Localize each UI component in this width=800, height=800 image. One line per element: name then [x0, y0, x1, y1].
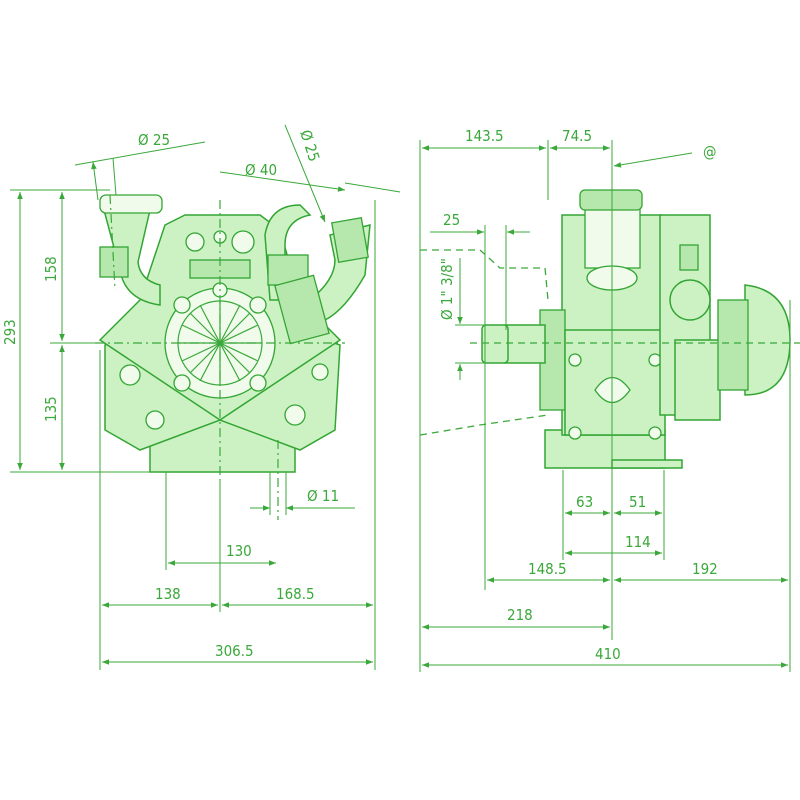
dim-inlet-right-diameter: Ø 25: [296, 128, 323, 164]
dim-depth-right: 192: [692, 560, 718, 578]
dim-width-left: 138: [155, 585, 181, 603]
dim-depth-total: 410: [595, 645, 621, 663]
dim-mount-left: 63: [576, 493, 593, 511]
dim-body-diameter: Ø 40: [245, 161, 277, 179]
dim-height-total: 293: [1, 319, 19, 345]
right-hose-fitting: [331, 216, 369, 264]
dim-shaft-diameter: Ø 1" 3/8": [438, 258, 456, 320]
reservoir-cap: [579, 189, 643, 211]
dim-width-right: 168.5: [276, 585, 315, 603]
side-view-dimensions: 143.5 74.5 @ 25 Ø 1" 3/8" 63 51 114 148.…: [419, 127, 791, 672]
dim-inlet-left-diameter: Ø 25: [138, 131, 170, 149]
front-view-pump: [95, 194, 371, 520]
dim-mount-spacing: 114: [625, 533, 651, 551]
dim-mount-right: 51: [629, 493, 646, 511]
dim-height-lower: 135: [42, 396, 60, 422]
pressure-accumulator: [744, 284, 791, 396]
dim-depth-to-center: 218: [507, 606, 533, 624]
dim-width-total: 306.5: [215, 642, 254, 660]
left-cap: [99, 194, 163, 214]
dim-offset-center: 74.5: [562, 127, 592, 145]
dim-hole-diameter: Ø 11: [307, 487, 339, 505]
dim-depth-left: 148.5: [528, 560, 567, 578]
dim-offset-left: 143.5: [465, 127, 504, 145]
dim-height-upper: 158: [42, 256, 60, 282]
note-symbol: @: [703, 143, 717, 161]
side-view-pump: [419, 189, 800, 469]
dim-mount-spacing: 130: [226, 542, 252, 560]
disc-ribs: [178, 301, 262, 385]
dim-shaft-length: 25: [443, 211, 460, 229]
drive-shaft: [481, 324, 509, 364]
